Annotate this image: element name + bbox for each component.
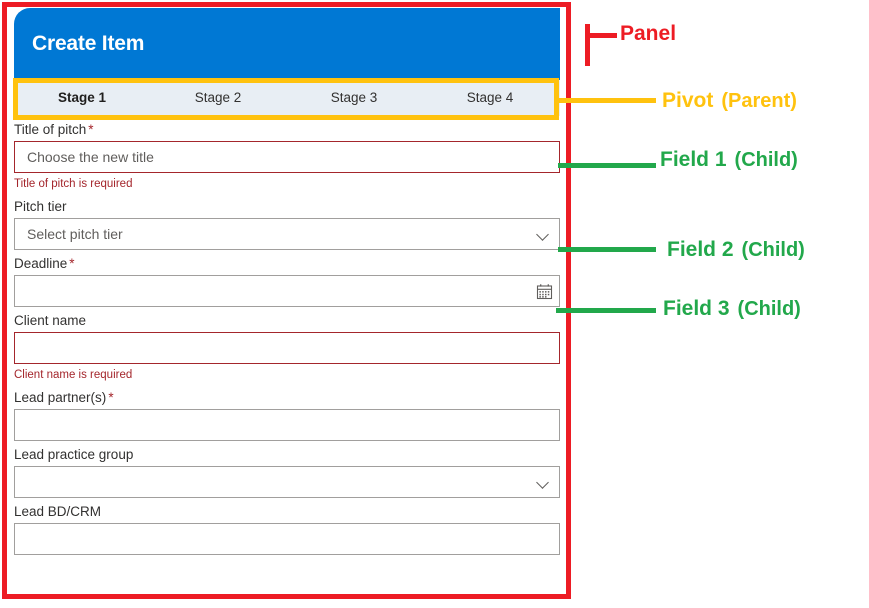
field-label-text: Client name xyxy=(14,313,87,328)
required-asterisk: * xyxy=(88,122,94,137)
field-label-title-of-pitch: Title of pitch* xyxy=(14,116,560,141)
chevron-down-icon[interactable] xyxy=(533,467,559,497)
field-deadline: Deadline* xyxy=(14,250,560,307)
field-title-of-pitch: Title of pitch* Choose the new title Tit… xyxy=(14,116,560,193)
client-name-input[interactable] xyxy=(14,332,560,364)
client-name-error: Client name is required xyxy=(14,369,133,381)
annotation-pivot-text: Pivot xyxy=(662,89,714,112)
field-label-lead-partners: Lead partner(s)* xyxy=(14,384,560,409)
required-asterisk xyxy=(67,199,69,214)
annotation-panel-label: Panel xyxy=(620,22,676,46)
tab-stage-4[interactable]: Stage 4 xyxy=(466,90,514,105)
field-label-text: Title of pitch xyxy=(14,122,87,137)
pivot-tablist: Stage 1 Stage 2 Stage 3 Stage 4 xyxy=(14,80,560,116)
annotation-field2-leader-line xyxy=(558,247,656,252)
field-label-text: Lead practice group xyxy=(14,447,134,462)
annotation-field3-sub: (Child) xyxy=(737,298,801,320)
field-label-lead-practice-group: Lead practice group xyxy=(14,441,560,466)
field-lead-practice-group: Lead practice group xyxy=(14,441,560,498)
field-lead-partners: Lead partner(s)* xyxy=(14,384,560,441)
title-of-pitch-placeholder: Choose the new title xyxy=(27,149,154,165)
field-label-client-name: Client name xyxy=(14,307,560,332)
annotation-panel-text: Panel xyxy=(620,22,677,45)
annotation-panel-leader-line xyxy=(585,33,617,38)
deadline-datepicker[interactable] xyxy=(14,275,560,307)
field-lead-bd-crm: Lead BD/CRM xyxy=(14,498,560,555)
annotation-panel-leader-vertical xyxy=(585,24,590,66)
annotation-pivot-sub: (Parent) xyxy=(721,90,797,112)
annotation-field1-sub: (Child) xyxy=(734,149,798,171)
field-label-pitch-tier: Pitch tier xyxy=(14,193,560,218)
field-label-text: Pitch tier xyxy=(14,199,67,214)
lead-partners-input[interactable] xyxy=(14,409,560,441)
page-title: Create Item xyxy=(32,32,145,55)
annotation-field3-leader-line xyxy=(556,308,656,313)
tab-stage-1[interactable]: Stage 1 xyxy=(57,90,107,105)
annotation-field1-text: Field 1 xyxy=(660,148,727,171)
annotation-pivot-leader-line xyxy=(558,98,656,103)
annotation-field1-leader-line xyxy=(558,163,656,168)
pitch-tier-dropdown[interactable]: Select pitch tier xyxy=(14,218,560,250)
calendar-icon[interactable] xyxy=(529,276,559,306)
field-client-name: Client name Client name is required xyxy=(14,307,560,384)
create-item-form: Title of pitch* Choose the new title Tit… xyxy=(14,116,560,555)
required-asterisk xyxy=(86,313,88,328)
annotation-field2-sub: (Child) xyxy=(741,239,805,261)
annotation-field3-text: Field 3 xyxy=(663,297,730,320)
field-label-text: Lead BD/CRM xyxy=(14,504,102,519)
field-label-lead-bd-crm: Lead BD/CRM xyxy=(14,498,560,523)
field-pitch-tier: Pitch tier Select pitch tier xyxy=(14,193,560,250)
create-item-panel: Create Item Stage 1 Stage 2 Stage 3 Stag… xyxy=(14,8,560,608)
annotation-field3-label: Field 3 (Child) xyxy=(663,297,801,321)
required-asterisk xyxy=(133,447,135,462)
field-label-text: Deadline xyxy=(14,256,68,271)
annotation-field1-label: Field 1 (Child) xyxy=(660,148,798,172)
pitch-tier-placeholder: Select pitch tier xyxy=(27,226,123,242)
tab-stage-2[interactable]: Stage 2 xyxy=(194,90,242,105)
annotation-field2-label: Field 2 (Child) xyxy=(667,238,805,262)
annotation-field2-text: Field 2 xyxy=(667,238,734,261)
required-asterisk xyxy=(101,504,103,519)
field-label-text: Lead partner(s) xyxy=(14,390,107,405)
chevron-down-icon[interactable] xyxy=(533,219,559,249)
field-label-deadline: Deadline* xyxy=(14,250,560,275)
required-asterisk: * xyxy=(69,256,75,271)
title-of-pitch-input[interactable]: Choose the new title xyxy=(14,141,560,173)
required-asterisk: * xyxy=(108,390,114,405)
annotation-pivot-label: Pivot (Parent) xyxy=(662,89,797,113)
panel-header: Create Item xyxy=(14,8,560,80)
tab-stage-3[interactable]: Stage 3 xyxy=(330,90,378,105)
lead-practice-group-dropdown[interactable] xyxy=(14,466,560,498)
title-of-pitch-error: Title of pitch is required xyxy=(14,178,133,190)
lead-bd-crm-input[interactable] xyxy=(14,523,560,555)
